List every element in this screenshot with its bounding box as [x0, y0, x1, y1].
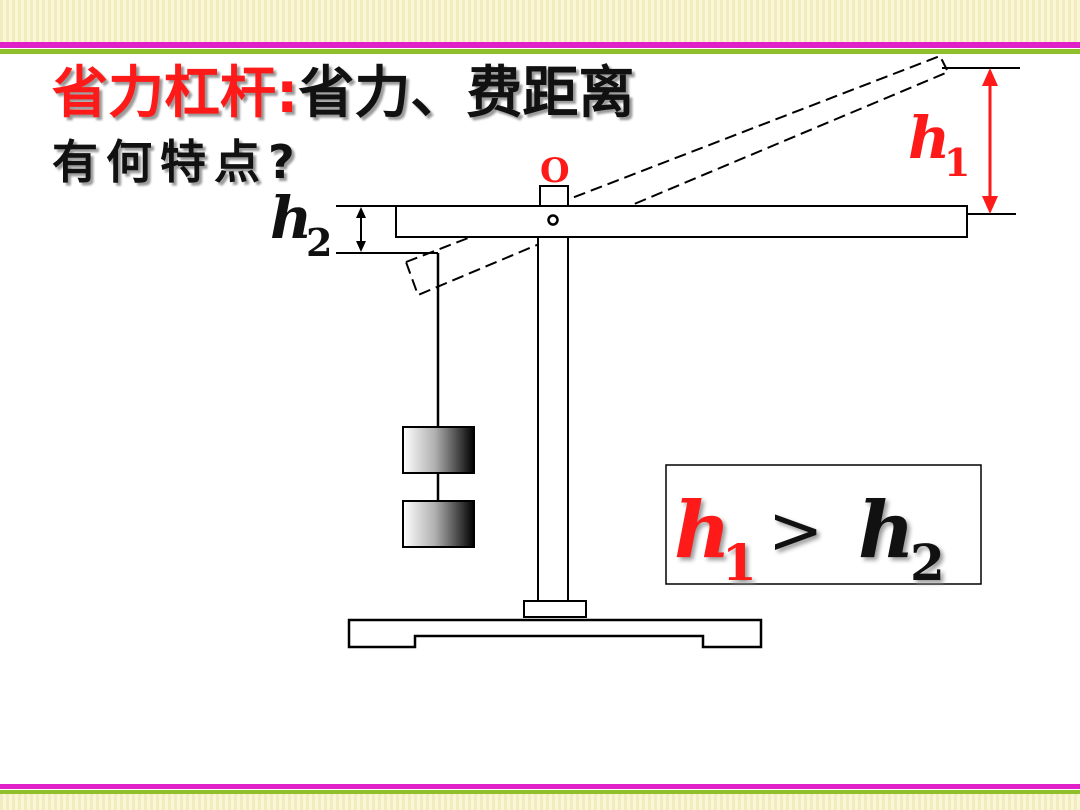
stand-post	[537, 235, 569, 603]
formula-left-sub: 1	[722, 533, 757, 592]
top-band-texture	[0, 0, 1080, 42]
h2-label-var: h	[270, 184, 312, 252]
slide-title: 省力杠杆:省力、费距离	[52, 58, 634, 130]
h1-label-sub: 1	[944, 140, 970, 185]
formula: h 1 > h 2	[674, 485, 945, 592]
h1-arrow-head-down	[982, 196, 998, 214]
bottom-band-magenta	[0, 784, 1080, 789]
h1-label-var: h	[908, 104, 950, 172]
top-band-green	[0, 49, 1080, 54]
pivot-hole	[547, 214, 559, 226]
title-part-red: 省力杠杆:	[52, 61, 299, 126]
slide-subtitle: 有何特点?	[52, 135, 303, 189]
h2-arrow-head-down	[356, 241, 366, 252]
bottom-band-green	[0, 790, 1080, 794]
weight-upper	[402, 426, 475, 474]
lever-dashed-rotated	[404, 54, 950, 297]
formula-right-sub: 2	[910, 533, 945, 592]
stand-base	[347, 618, 763, 649]
bottom-band-texture	[0, 794, 1080, 810]
top-band-magenta	[0, 42, 1080, 48]
h2-arrow-head-up	[356, 207, 366, 218]
h2-label-sub: 2	[306, 220, 332, 265]
stand-collar	[523, 600, 587, 618]
h1-arrow-head-up	[982, 68, 998, 86]
lever-horizontal	[395, 205, 968, 238]
weight-lower	[402, 500, 475, 548]
formula-right-var: h	[858, 485, 915, 576]
formula-left-var: h	[674, 485, 731, 576]
formula-box	[665, 464, 982, 585]
pivot-label: O	[540, 151, 570, 191]
formula-operator: >	[768, 492, 823, 569]
title-part-black: 省力、费距离	[298, 61, 635, 126]
